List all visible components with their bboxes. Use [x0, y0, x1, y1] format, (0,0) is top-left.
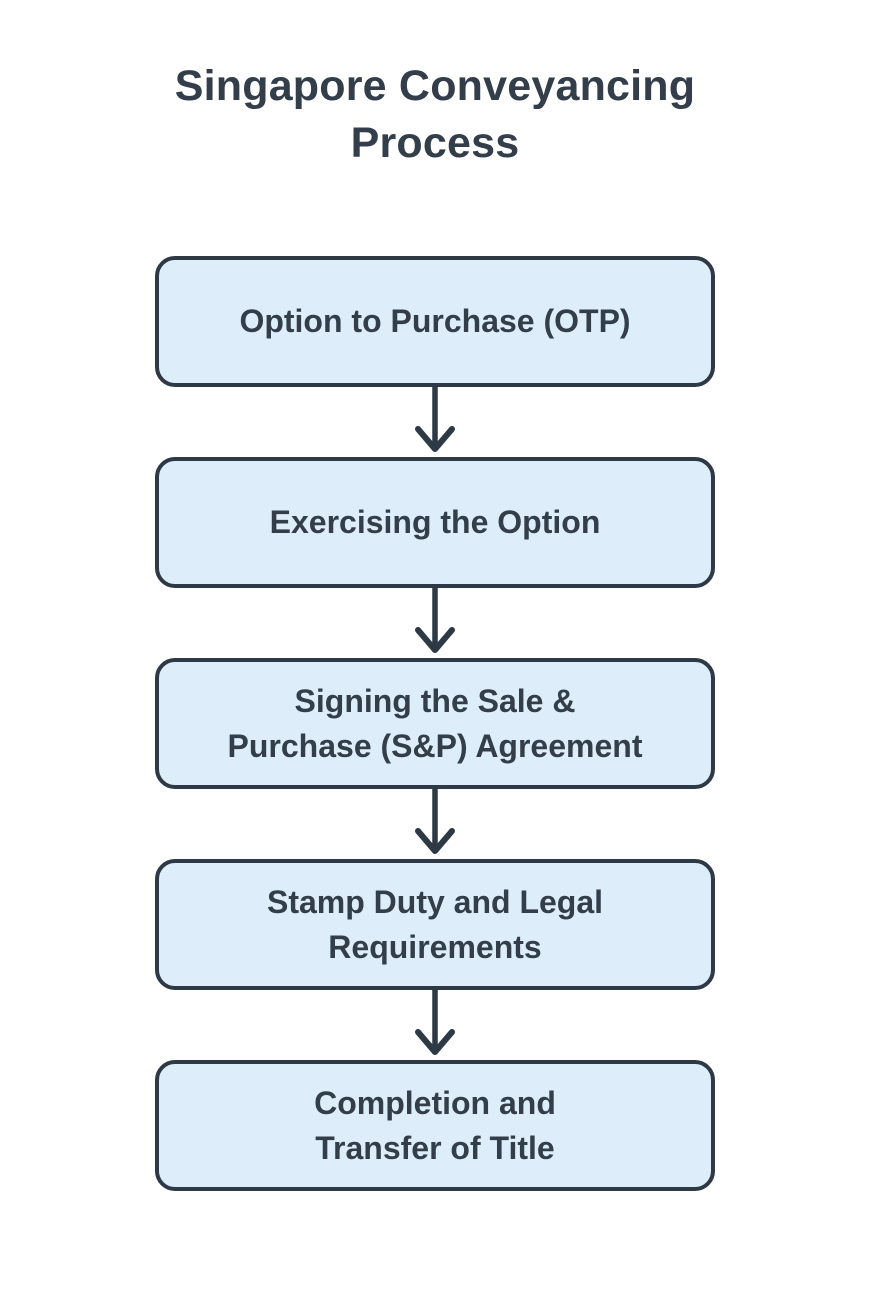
flow-step-exercising-option: Exercising the Option [155, 457, 715, 589]
flow-step-sp-agreement: Signing the Sale & Purchase (S&P) Agreem… [155, 658, 715, 790]
arrow-down-icon [407, 990, 463, 1058]
connector-4 [407, 990, 463, 1060]
flow-step-label: Option to Purchase (OTP) [239, 303, 631, 340]
connector-1 [407, 387, 463, 457]
flow-step-label: Exercising the Option [269, 504, 601, 541]
flow-step-option-to-purchase: Option to Purchase (OTP) [155, 256, 715, 388]
arrow-down-icon [407, 789, 463, 857]
arrow-down-icon [407, 588, 463, 656]
arrow-down-icon [407, 387, 463, 455]
connector-3 [407, 789, 463, 859]
connector-2 [407, 588, 463, 658]
flow-step-stamp-duty: Stamp Duty and Legal Requirements [155, 859, 715, 991]
flow-step-label: Completion and Transfer of Title [314, 1085, 556, 1166]
flow-step-label: Signing the Sale & Purchase (S&P) Agreem… [227, 683, 643, 764]
flow-step-completion-transfer: Completion and Transfer of Title [155, 1060, 715, 1192]
flow-step-label: Stamp Duty and Legal Requirements [266, 884, 604, 965]
diagram-title: Singapore Conveyancing Process [174, 62, 696, 167]
flowchart: Option to Purchase (OTP) Exercising the … [155, 256, 715, 1192]
